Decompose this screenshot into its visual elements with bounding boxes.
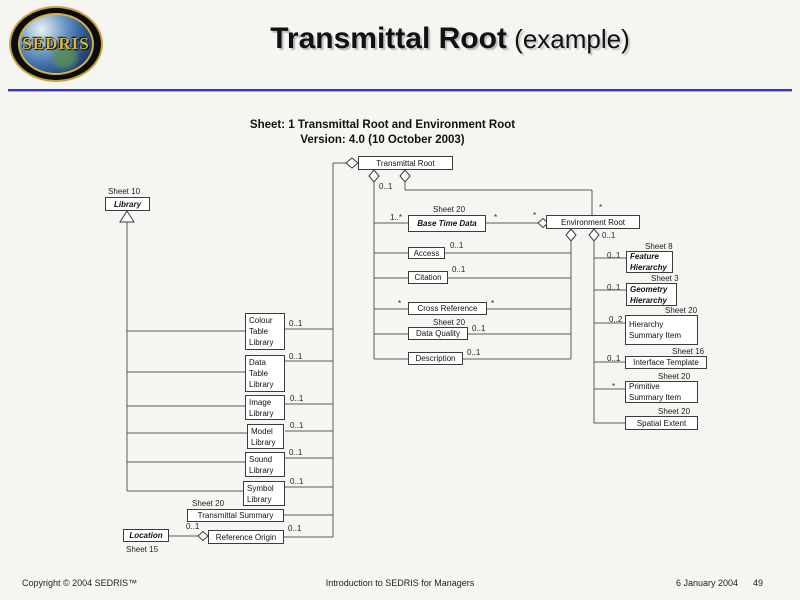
multiplicity-colour-table-library: 0..1 [289,319,303,328]
multiplicity-crossref-right: * [491,299,495,308]
footer-copyright: Copyright © 2004 SEDRIS™ [22,578,138,588]
multiplicity-model-library: 0..1 [290,421,304,430]
multiplicity-reference-origin: 0..1 [288,524,302,533]
node-library: Library [105,197,150,211]
node-description: Description [408,352,463,365]
diagram-subtitle: Sheet: 1 Transmittal Root and Environmen… [135,118,630,148]
node-symbol-library: Symbol Library [243,481,285,506]
node-interface-template: Interface Template [625,356,707,369]
sheet-label-primitive-summary-item: Sheet 20 [658,372,691,381]
multiplicity-primitive-summary-item: * [612,382,616,391]
node-model-library: Model Library [247,424,284,449]
node-reference-origin: Reference Origin [208,530,284,544]
multiplicity-er-diamond: 0..1 [602,231,616,240]
sheet-label-data-quality: Sheet 20 [433,318,466,327]
node-base-time-data: Base Time Data [408,215,486,232]
multiplicity-btd-er: * [533,211,537,220]
multiplicity-btd-right: * [494,213,498,222]
sheet-label-spatial-extent: Sheet 20 [658,407,691,416]
sheet-label-library: Sheet 10 [108,187,141,196]
sheet-label-location: Sheet 15 [126,545,159,554]
title-suffix: (example) [506,24,630,54]
node-citation: Citation [408,271,448,284]
multiplicity-interface-template: 0..1 [607,354,621,363]
node-cross-reference: Cross Reference [408,302,487,315]
subtitle-line-1: Sheet: 1 Transmittal Root and Environmen… [249,119,516,131]
aggregation-diamond-icon [588,228,600,242]
node-hierarchy-summary-item: Hierarchy Summary Item [625,315,698,345]
multiplicity-btd-left: 1..* [390,213,403,222]
multiplicity-location: 0..1 [186,522,200,531]
sedris-globe-logo-icon: SEDRIS [9,6,103,82]
multiplicity-data-table-library: 0..1 [289,352,303,361]
sheet-label-transmittal-summary: Sheet 20 [192,499,225,508]
aggregation-diamond-icon [399,169,411,183]
multiplicity-description: 0..1 [467,348,481,357]
multiplicity-sound-library: 0..1 [289,448,303,457]
divider-line [8,89,792,91]
subtitle-line-2: Version: 4.0 (10 October 2003) [300,134,465,146]
node-image-library: Image Library [245,395,285,420]
multiplicity-feature-hierarchy: 0..1 [607,251,621,260]
sheet-label-base-time-data: Sheet 20 [433,205,466,214]
node-location: Location [123,529,169,542]
node-data-table-library: Data Table Library [245,355,285,392]
multiplicity-citation: 0..1 [452,265,466,274]
multiplicity-crossref-left: * [398,299,402,308]
node-transmittal-summary: Transmittal Summary [187,509,284,522]
sheet-label-geometry-hierarchy: Sheet 3 [651,274,679,283]
node-environment-root: Environment Root [546,215,640,229]
aggregation-diamond-icon [345,157,359,169]
multiplicity-er-top: * [599,203,603,212]
multiplicity-geometry-hierarchy: 0..1 [607,283,621,292]
multiplicity-access: 0..1 [450,241,464,250]
sheet-label-interface-template: Sheet 16 [672,347,705,356]
aggregation-diamond-icon [565,228,577,242]
node-feature-hierarchy: Feature Hierarchy [626,251,673,273]
earth-globe-icon [18,13,94,75]
footer-page-number: 49 [753,578,764,588]
node-data-quality: Data Quality [408,327,468,340]
node-spatial-extent: Spatial Extent [625,416,698,430]
multiplicity-tr-trunk: 0..1 [379,182,393,191]
sheet-label-hierarchy-summary-item: Sheet 20 [665,306,698,315]
sheet-label-feature-hierarchy: Sheet 8 [645,242,673,251]
page-title: Transmittal Root (example) [100,22,800,56]
node-access: Access [408,247,445,259]
aggregation-diamond-icon [197,530,209,542]
title-main: Transmittal Root [270,22,507,55]
node-sound-library: Sound Library [245,452,285,477]
multiplicity-data-quality: 0..1 [472,324,486,333]
multiplicity-symbol-library: 0..1 [290,477,304,486]
logo-text: SEDRIS [22,34,90,53]
node-geometry-hierarchy: Geometry Hierarchy [626,283,677,306]
aggregation-diamond-icon [368,169,380,183]
footer-date: 6 January 2004 [676,578,739,588]
multiplicity-hierarchy-summary-item: 0..2 [609,315,623,324]
node-transmittal-root: Transmittal Root [358,156,453,170]
generalization-triangle-icon [119,210,135,223]
multiplicity-image-library: 0..1 [290,394,304,403]
node-colour-table-library: Colour Table Library [245,313,285,350]
footer-title: Introduction to SEDRIS for Managers [325,578,475,588]
node-primitive-summary-item: Primitive Summary Item [625,381,698,403]
